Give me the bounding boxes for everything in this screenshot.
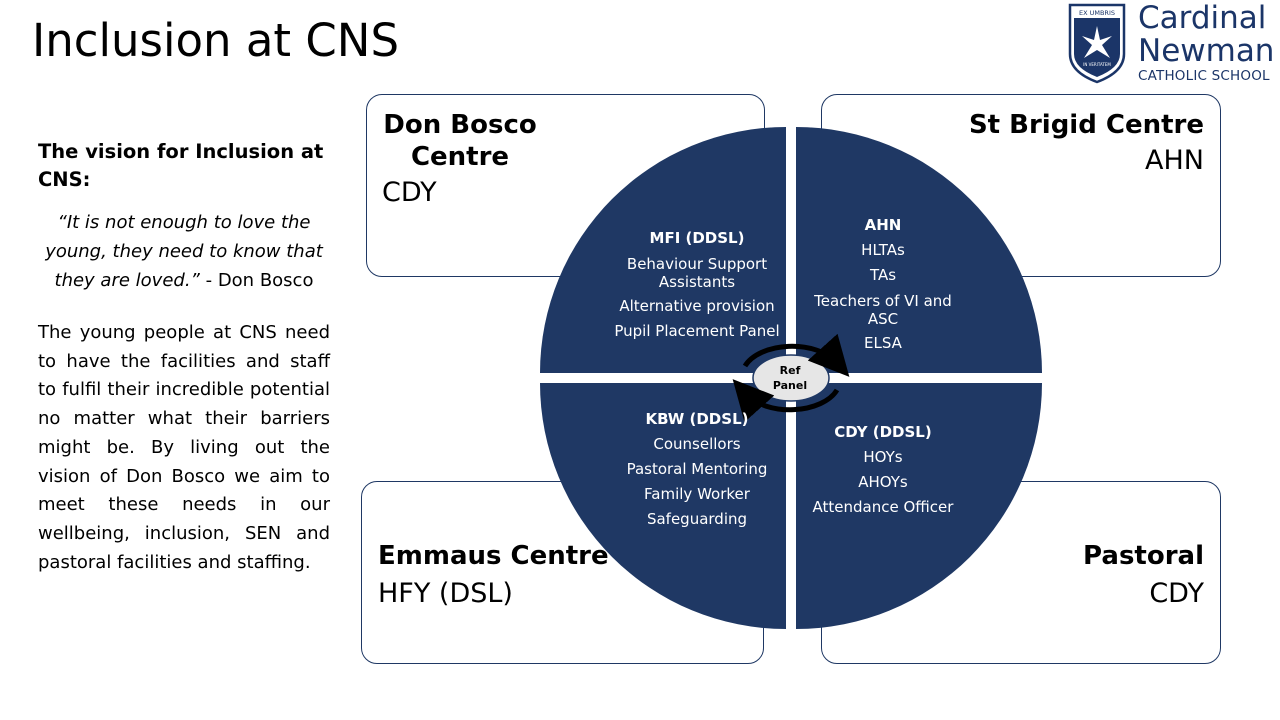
centre-title: Pastoral	[1083, 541, 1204, 571]
vision-panel: The vision for Inclusion at CNS: “It is …	[38, 138, 330, 577]
school-name-line2: Newman	[1138, 33, 1275, 69]
quadrant-item: Behaviour Support Assistants	[626, 255, 768, 291]
centre-lead: CDY	[1149, 578, 1204, 609]
cycle-arrow-icon	[732, 379, 840, 423]
ref-panel-hub	[732, 333, 850, 423]
centre-lead: HFY (DSL)	[378, 578, 513, 609]
quadrant-item: ELSA	[864, 334, 902, 352]
quadrant-bottom-right	[796, 383, 1042, 629]
cycle-arrow-icon	[742, 333, 850, 377]
quadrant-item: Family Worker	[644, 485, 750, 503]
quadrant-heading: AHN	[864, 216, 902, 234]
svg-text:IN VERITATEM: IN VERITATEM	[1083, 62, 1111, 67]
school-name-line1: Cardinal	[1138, 0, 1267, 36]
quadrant-text-top-right: AHN HLTAs TAs Teachers of VI and ASC ELS…	[812, 213, 954, 356]
quadrant-item: HLTAs	[861, 241, 905, 259]
quadrant-item: Alternative provision	[619, 297, 775, 315]
school-name: Cardinal Newman CATHOLIC SCHOOL	[1138, 0, 1275, 85]
quadrant-item: Teachers of VI and ASC	[814, 292, 952, 328]
shield-icon: EX UMBRIS IN VERITATEM	[1068, 3, 1126, 84]
quadrant-text-top-left: MFI (DDSL) Behaviour Support Assistants …	[612, 226, 782, 344]
centre-box-emmaus: Emmaus Centre HFY (DSL)	[361, 481, 764, 664]
centre-title: St Brigid Centre	[968, 110, 1204, 140]
quadrant-item: HOYs	[863, 448, 903, 466]
centre-lead: CDY	[382, 177, 437, 208]
svg-text:EX UMBRIS: EX UMBRIS	[1079, 9, 1115, 17]
quadrant-item: AHOYs	[858, 473, 908, 491]
quadrant-top-left	[540, 127, 786, 373]
vision-quote: “It is not enough to love the young, the…	[38, 208, 330, 295]
quote-attribution: - Don Bosco	[199, 270, 314, 291]
quadrant-item: Safeguarding	[646, 510, 748, 528]
quadrant-item: Pastoral Mentoring	[626, 460, 768, 478]
quote-text: “It is not enough to love the young, the…	[45, 212, 323, 291]
centre-title: Emmaus Centre	[378, 541, 609, 571]
circle-quadrants	[540, 127, 1042, 629]
quadrant-heading: MFI (DDSL)	[649, 229, 745, 247]
quadrant-bottom-left	[540, 383, 786, 629]
centre-lead: AHN	[1145, 145, 1204, 176]
quadrant-item: Counsellors	[653, 435, 741, 453]
quadrant-item: Pupil Placement Panel	[614, 322, 780, 340]
vision-body: The young people at CNS need to have the…	[38, 322, 330, 573]
vision-heading: The vision for Inclusion at CNS:	[38, 140, 324, 191]
school-name-line3: CATHOLIC SCHOOL	[1138, 68, 1270, 84]
slide-title: Inclusion at CNS	[32, 14, 400, 67]
quadrant-top-right	[796, 127, 1042, 373]
quadrant-heading: CDY (DDSL)	[834, 423, 932, 441]
quadrant-text-bottom-left: KBW (DDSL) Counsellors Pastoral Mentorin…	[617, 407, 777, 532]
quadrant-heading: KBW (DDSL)	[645, 410, 749, 428]
quadrant-text-bottom-right: CDY (DDSL) HOYs AHOYs Attendance Officer	[808, 420, 958, 520]
quadrant-item: Attendance Officer	[812, 498, 954, 516]
quadrant-item: TAs	[869, 266, 897, 284]
school-logo: EX UMBRIS IN VERITATEM	[1068, 3, 1126, 84]
